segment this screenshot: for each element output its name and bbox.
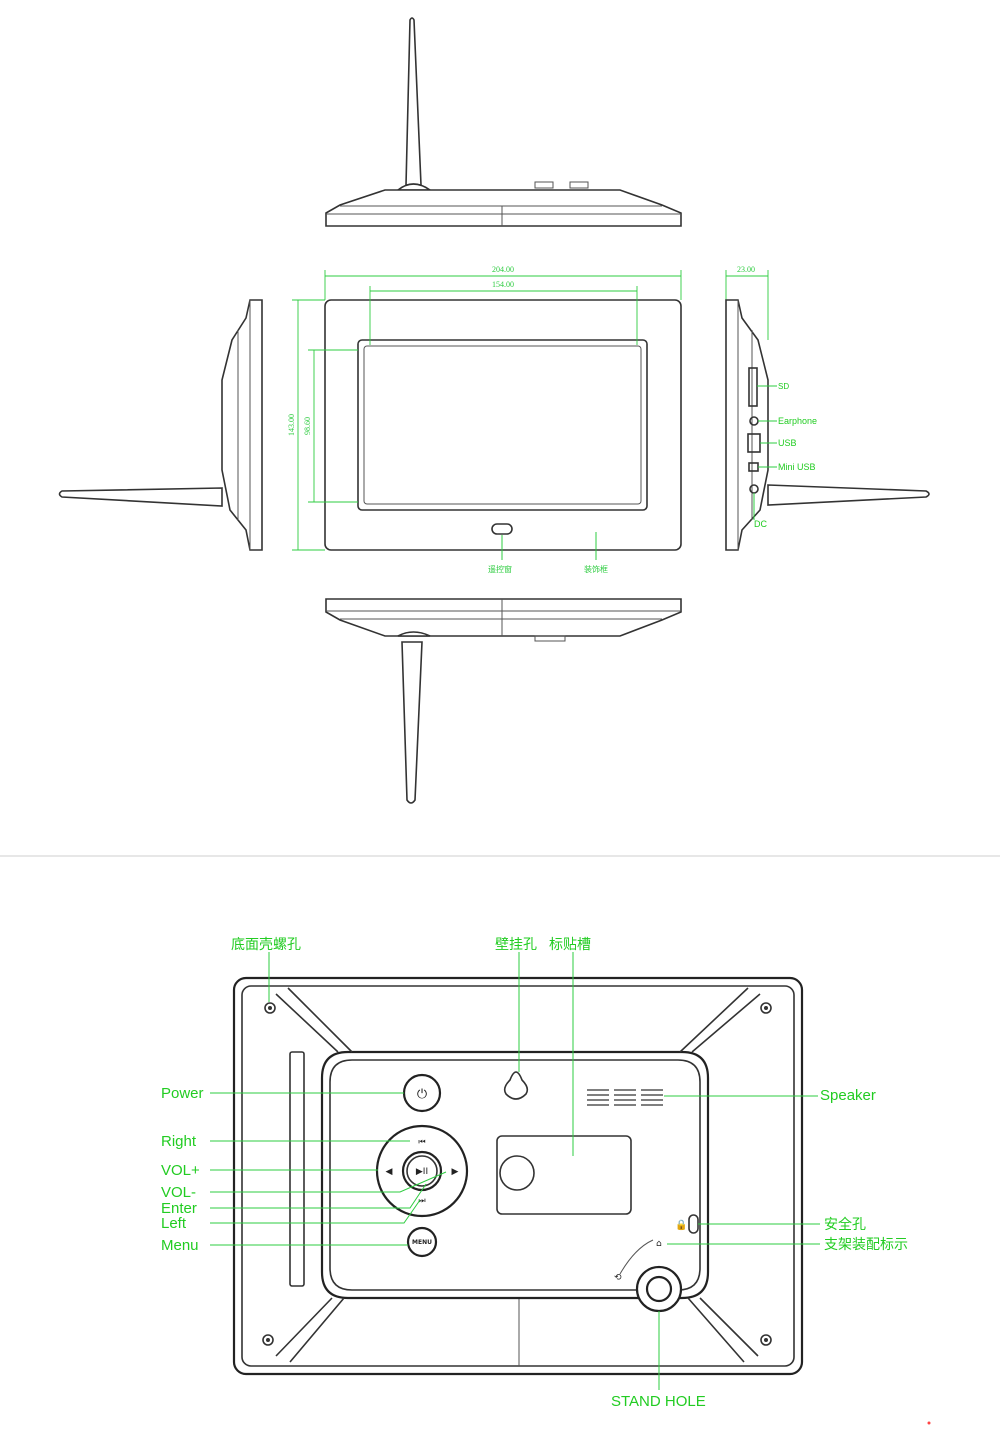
label-dc: DC [754, 519, 767, 529]
menu-button-text: MENU [412, 1239, 432, 1246]
label-usb: USB [778, 438, 797, 448]
volume-up-icon: ◀ [386, 1167, 393, 1177]
front-screen [357, 339, 648, 511]
label-remote-window: 遥控窗 [488, 564, 512, 574]
label-menu: Menu [161, 1237, 199, 1254]
left-side-view [58, 299, 263, 551]
stand-rotate-icon: ⟲ [614, 1273, 622, 1283]
label-enter: Enter [161, 1200, 197, 1217]
label-decor-frame: 装饰框 [584, 564, 608, 574]
next-icon: ⏭ [418, 1196, 425, 1205]
lock-icon: 🔒 [675, 1219, 687, 1231]
back-leader-lines [210, 952, 820, 1390]
top-view [325, 17, 682, 227]
stand-mark-icon: ⌂ [656, 1239, 662, 1249]
previous-icon: ⏮ [418, 1137, 425, 1146]
dim-depth: 23.00 [737, 265, 755, 274]
speaker-grille [587, 1089, 663, 1106]
label-stand-mark: 支架装配标示 [824, 1237, 908, 1253]
left-body [221, 299, 263, 551]
dim-height-outer: 143.00 [287, 414, 296, 436]
menu-button[interactable] [406, 1226, 438, 1258]
label-stand-hole: STAND HOLE [611, 1393, 706, 1410]
right-side-view: SD Earphone USB Mini USB DC [725, 299, 930, 551]
label-sd: SD [778, 382, 789, 391]
label-vol-minus: VOL- [161, 1184, 196, 1201]
label-wall-hole: 壁挂孔 [495, 937, 537, 953]
label-screw-hole: 底面壳螺孔 [231, 936, 301, 953]
volume-down-icon: ▶ [452, 1167, 459, 1177]
antenna-top [405, 17, 422, 186]
antenna-left [58, 487, 223, 507]
wall-keyhole [503, 1071, 529, 1100]
label-speaker: Speaker [820, 1087, 876, 1104]
dim-height-screen: 98.60 [303, 417, 312, 435]
front-view: 204.00 154.00 143.00 98.60 23.00 遥控窗 装饰框 [287, 265, 769, 574]
label-vol-plus: VOL+ [161, 1162, 200, 1179]
marker-dot [927, 1421, 931, 1425]
bottom-body [325, 598, 682, 637]
label-right: Right [161, 1133, 197, 1150]
antenna-right [767, 484, 930, 506]
back-view: ⏻ ▶II ⏮ ⏭ ◀ ▶ MENU ⟲ 🔒 ⌂ [232, 976, 804, 1376]
bottom-view [325, 598, 682, 804]
label-mini-usb: Mini USB [778, 462, 816, 472]
sd-slot [748, 367, 758, 407]
remote-window-oval [491, 523, 513, 535]
label-power: Power [161, 1085, 204, 1102]
label-security-hole: 安全孔 [824, 1216, 866, 1233]
power-icon: ⏻ [417, 1087, 427, 1102]
label-label-slot: 标贴槽 [549, 937, 591, 953]
dim-width-screen: 154.00 [492, 280, 514, 289]
front-frame [324, 299, 682, 551]
screw-holes [262, 1002, 772, 1346]
dimension-lines [292, 270, 769, 551]
top-body [325, 189, 682, 227]
antenna-bottom [401, 641, 423, 804]
dim-width-outer: 204.00 [492, 265, 514, 274]
right-body [725, 299, 769, 551]
side-slot [289, 1051, 305, 1287]
play-pause-icon: ▶II [416, 1167, 428, 1177]
label-slot-rect [496, 1135, 632, 1215]
label-earphone: Earphone [778, 416, 817, 426]
label-left: Left [161, 1215, 187, 1232]
